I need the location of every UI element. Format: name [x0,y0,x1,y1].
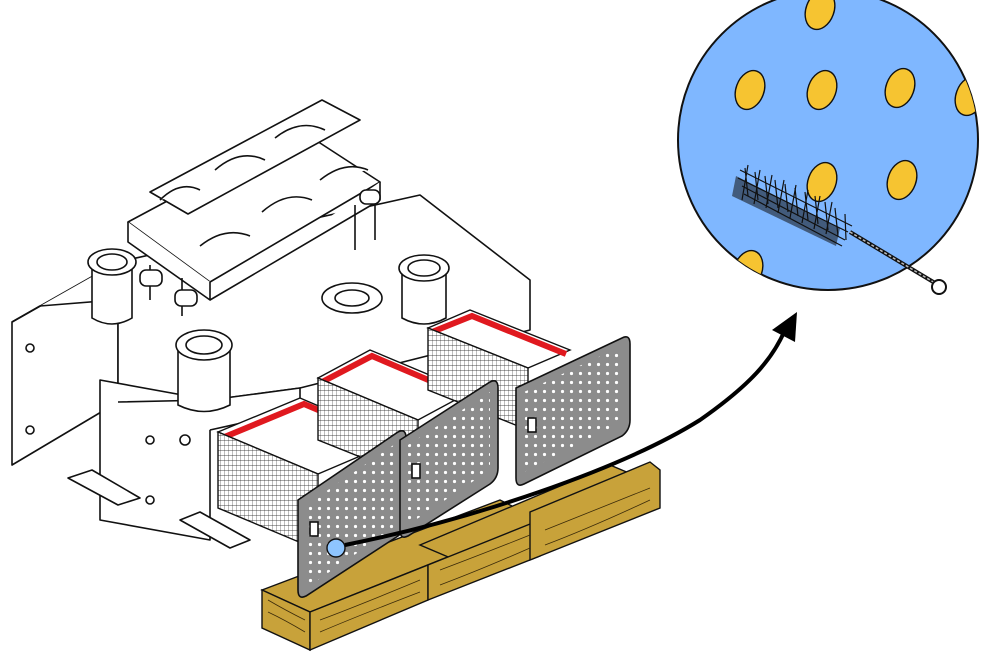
tube-brush [732,164,947,295]
pointer-arrow [344,312,797,547]
tube-bundles [216,309,572,552]
wood-blocks [260,461,661,652]
bearing-cradle [127,99,381,316]
highlighted-tube-marker [326,538,346,558]
magnified-view [677,0,979,295]
cover-plates [297,336,631,598]
inlet-nozzles [87,248,450,413]
